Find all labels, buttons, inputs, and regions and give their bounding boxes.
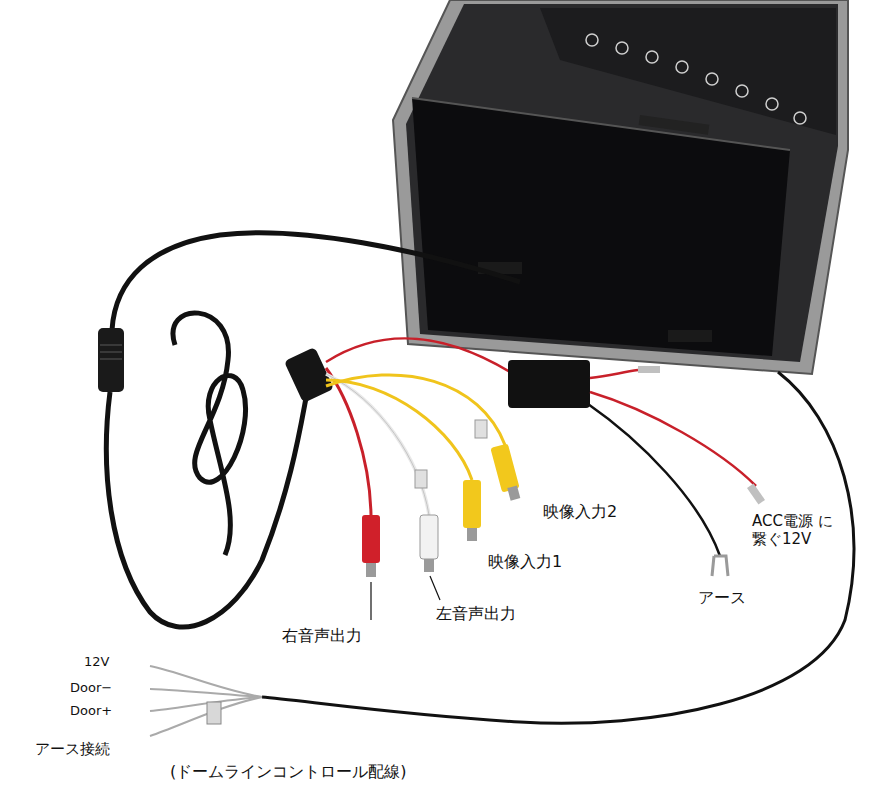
ground-wire: [588, 404, 720, 556]
rca-plug-yellow: [490, 443, 519, 492]
connector-ridges: [100, 345, 122, 359]
button: [736, 85, 748, 97]
thin-wires: [150, 666, 262, 736]
wire-pin: [747, 484, 765, 505]
button: [586, 34, 598, 46]
red-wire: [326, 368, 371, 515]
rca-tip: [366, 563, 376, 577]
ridge: [100, 344, 122, 346]
wire-tag: [415, 470, 427, 488]
callout-label: Door−: [70, 680, 112, 696]
callout-label: ACC電源 に繋ぐ12V: [752, 512, 836, 548]
cable-coil: [173, 313, 246, 555]
screen-edge: [412, 98, 790, 150]
callout-label: Door+: [70, 703, 112, 719]
fork-terminal: [712, 556, 728, 576]
red-wire: [590, 392, 756, 486]
callout-label: 左音声出力: [436, 604, 516, 623]
wire-ground: [150, 697, 262, 736]
rca-tip: [467, 528, 477, 541]
cable-connector: [98, 328, 124, 392]
wire-tag: [207, 702, 221, 724]
callout-label: アース接続: [35, 740, 110, 758]
button-strip: [540, 8, 836, 135]
callout-label: 右音声出力: [282, 626, 362, 645]
leader-line: [430, 576, 440, 600]
callout-label: 映像入力1: [488, 552, 562, 571]
callout-label: アース: [698, 588, 746, 607]
wire-door-minus: [150, 689, 262, 697]
white-wire: [326, 374, 429, 515]
button: [616, 42, 628, 54]
button: [706, 73, 718, 85]
rca-plug-white: [420, 515, 438, 559]
red-wire: [326, 338, 510, 372]
button: [646, 51, 658, 63]
callout-label: (ドームラインコントロール配線): [170, 762, 406, 781]
ridge: [100, 351, 122, 353]
filter-box: [508, 360, 590, 408]
wire-door-plus: [150, 697, 262, 711]
touch-buttons: [586, 34, 806, 124]
wire-pin: [638, 366, 660, 373]
red-wire: [590, 370, 638, 378]
rca-tip: [507, 486, 520, 501]
rca-plug-yellow: [463, 480, 481, 528]
rca-tip: [424, 559, 434, 572]
yellow-wire: [326, 375, 505, 445]
button: [794, 112, 806, 124]
leader-line: [370, 582, 371, 620]
folded-screen: [412, 98, 790, 356]
button: [676, 61, 688, 73]
monitor-housing: [406, 4, 838, 362]
yellow-wire: [326, 380, 472, 480]
callout-label: 12V: [84, 654, 109, 670]
dome-cable: [262, 372, 854, 723]
wire-tag: [475, 420, 487, 438]
monitor-frame: [393, 0, 848, 374]
rca-plug-red: [362, 515, 380, 563]
main-cable: [112, 233, 520, 330]
callout-label: 映像入力2: [543, 502, 617, 521]
ridge: [100, 358, 122, 360]
wire-12v: [150, 666, 262, 697]
white-wire-edge: [326, 374, 429, 515]
mount-tab: [668, 330, 712, 342]
screen-hinge: [639, 115, 710, 135]
button: [766, 98, 778, 110]
